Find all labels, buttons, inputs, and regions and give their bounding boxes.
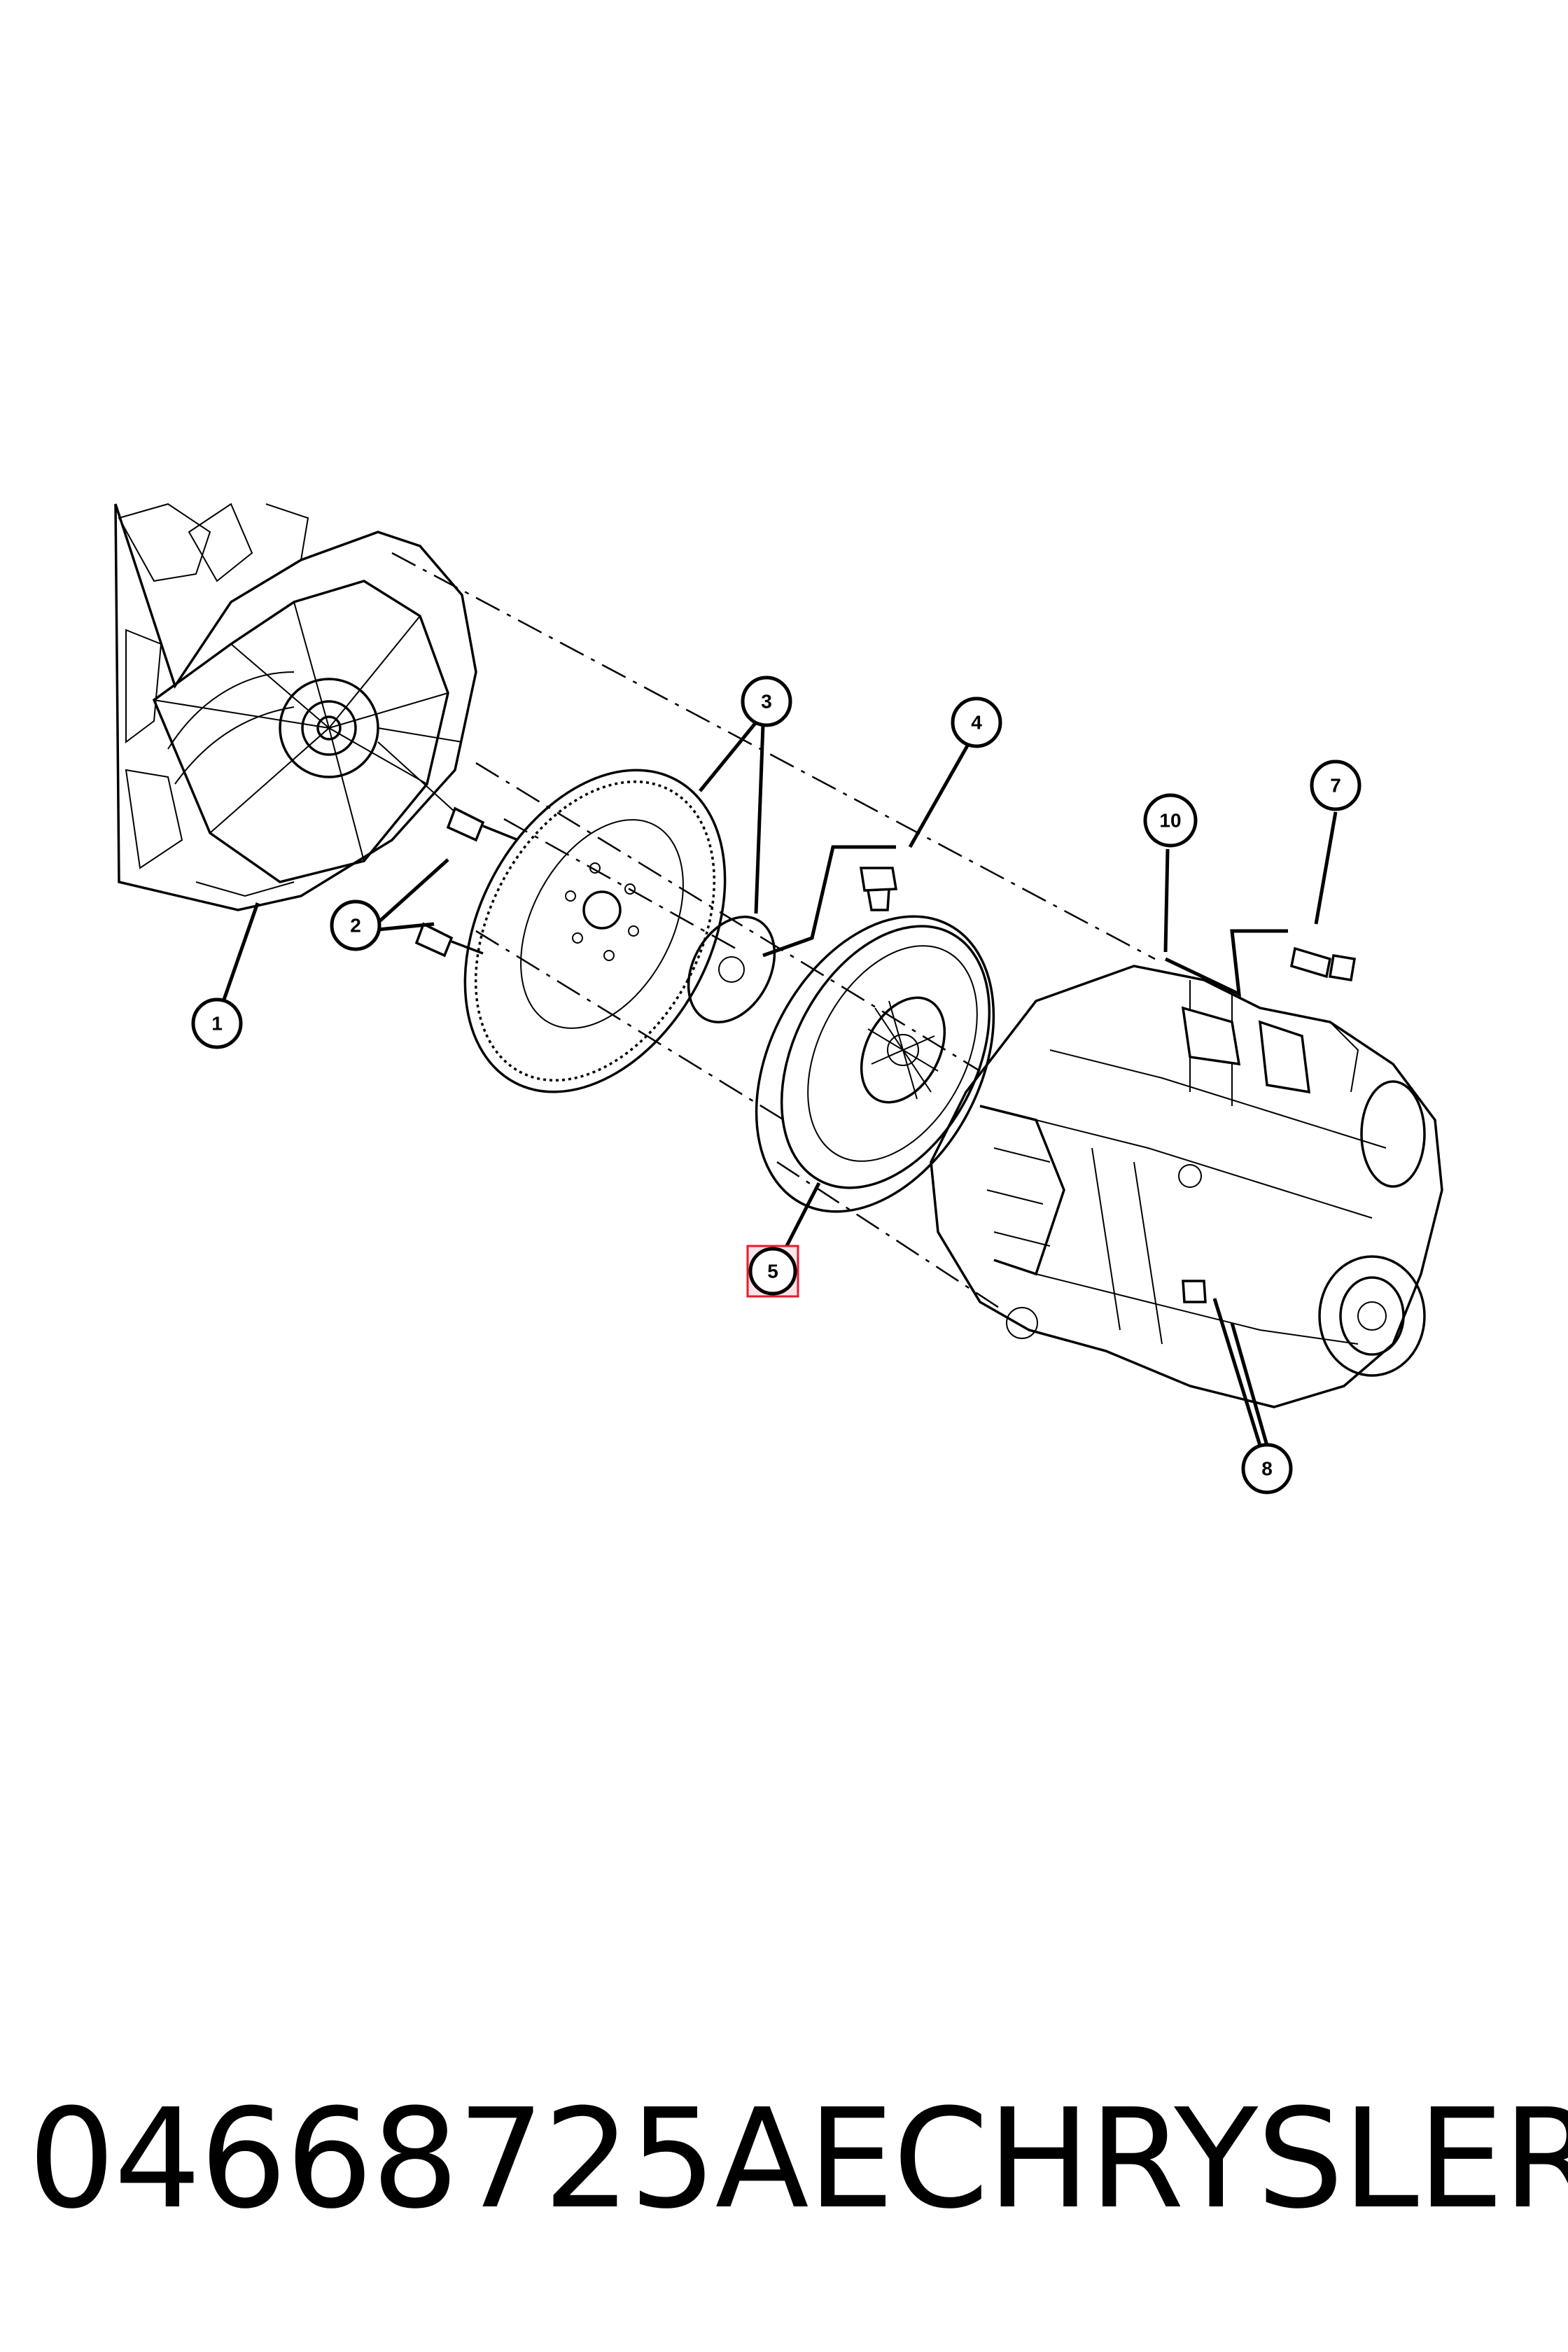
- callout-1: 1: [191, 997, 243, 1049]
- transmission-drawing: [930, 946, 1443, 1408]
- flywheel-drawing: [463, 769, 776, 1093]
- part-caption: 04668725AE CHRYSLER: [28, 2080, 1568, 2239]
- engine-block-drawing: [114, 503, 477, 911]
- callout-2-label: 2: [350, 915, 361, 937]
- callout-4-label: 4: [971, 712, 982, 734]
- brand-name: CHRYSLER: [892, 2080, 1568, 2239]
- flywheel-bolts-drawing: [414, 806, 519, 958]
- callout-1-label: 1: [211, 1013, 223, 1035]
- callout-3-label: 3: [761, 691, 772, 713]
- part-number: 04668725AE: [28, 2080, 895, 2239]
- callout-10: 10: [1143, 793, 1198, 848]
- callout-7-label: 7: [1330, 775, 1341, 797]
- alignment-lines: [391, 552, 1156, 1310]
- callout-8: 8: [1241, 1443, 1293, 1494]
- clutch-bolt-drawing: [859, 867, 898, 911]
- callout-10-label: 10: [1159, 810, 1181, 832]
- callout-8-label: 8: [1261, 1458, 1273, 1480]
- callout-3: 3: [741, 676, 792, 727]
- callout-5-label: 5: [767, 1261, 778, 1282]
- callout-4: 4: [951, 696, 1002, 748]
- clutch-assembly-drawing: [755, 915, 995, 1213]
- leader-lines: [217, 721, 1338, 1446]
- callout-7: 7: [1310, 760, 1362, 811]
- callout-5[interactable]: 5: [746, 1245, 799, 1298]
- callout-2: 2: [330, 899, 382, 951]
